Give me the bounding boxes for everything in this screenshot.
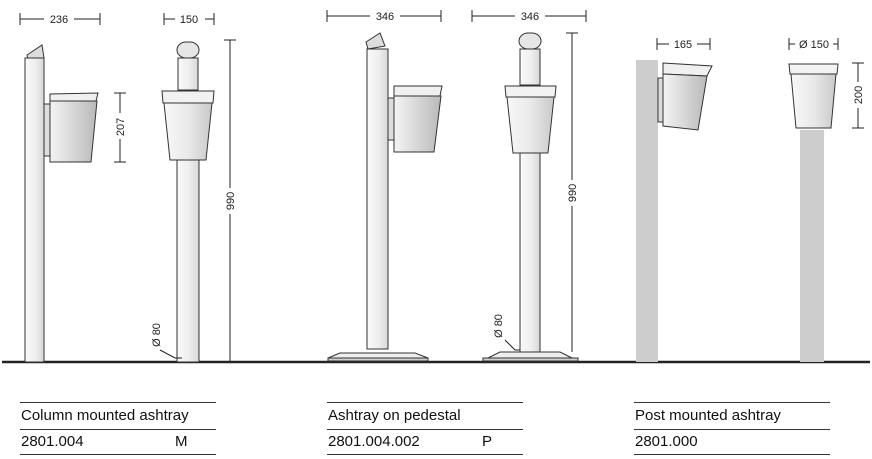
column-front-view xyxy=(161,41,215,363)
caption-rule-bottom-column xyxy=(20,454,216,455)
dimension-lines xyxy=(19,10,864,362)
pedestal-side-view xyxy=(327,32,443,362)
caption-rule-mid-pedestal xyxy=(327,429,523,430)
dim-column-width: 236 xyxy=(50,14,68,26)
caption-rule-top-pedestal xyxy=(327,402,523,403)
post-front-view xyxy=(788,63,839,362)
pedestal-front-view xyxy=(482,32,579,362)
column-side-view xyxy=(24,44,99,363)
caption-post-name: Post mounted ashtray xyxy=(635,407,781,424)
dim-pedestal-width-front: 346 xyxy=(521,11,539,23)
caption-post-code: 2801.000 xyxy=(635,433,698,450)
caption-pedestal-suffix: P xyxy=(482,433,493,450)
dim-post-bin-height: 200 xyxy=(853,86,865,104)
caption-column-suffix: M xyxy=(175,433,188,450)
dim-column-head: 150 xyxy=(180,14,198,26)
dimension-labels: 236 150 207 990 Ø 80 346 346 990 Ø 80 16… xyxy=(44,9,865,347)
caption-column-code: 2801.004 xyxy=(21,433,84,450)
dim-bin-height-column: 207 xyxy=(115,118,127,136)
caption-pedestal-name: Ashtray on pedestal xyxy=(328,407,461,424)
caption-column-name: Column mounted ashtray xyxy=(21,407,189,424)
dim-height-column: 990 xyxy=(225,192,237,210)
dim-pedestal-width-side: 346 xyxy=(376,11,394,23)
caption-rule-top-post xyxy=(634,402,830,403)
dim-post-bin-width: 165 xyxy=(674,39,692,51)
dim-post-bin-dia: Ø 150 xyxy=(799,39,829,51)
dim-column-base-dia: Ø 80 xyxy=(151,323,163,347)
caption-rule-bottom-post xyxy=(634,454,830,455)
caption-rule-bottom-pedestal xyxy=(327,454,523,455)
caption-rule-mid-post xyxy=(634,429,830,430)
post-side-view xyxy=(636,60,713,362)
dim-height-pedestal: 990 xyxy=(567,184,579,202)
dim-pedestal-base-dia: Ø 80 xyxy=(493,314,505,338)
caption-pedestal-code: 2801.004.002 xyxy=(328,433,420,450)
caption-rule-top-column xyxy=(20,402,216,403)
caption-rule-mid-column xyxy=(20,429,216,430)
